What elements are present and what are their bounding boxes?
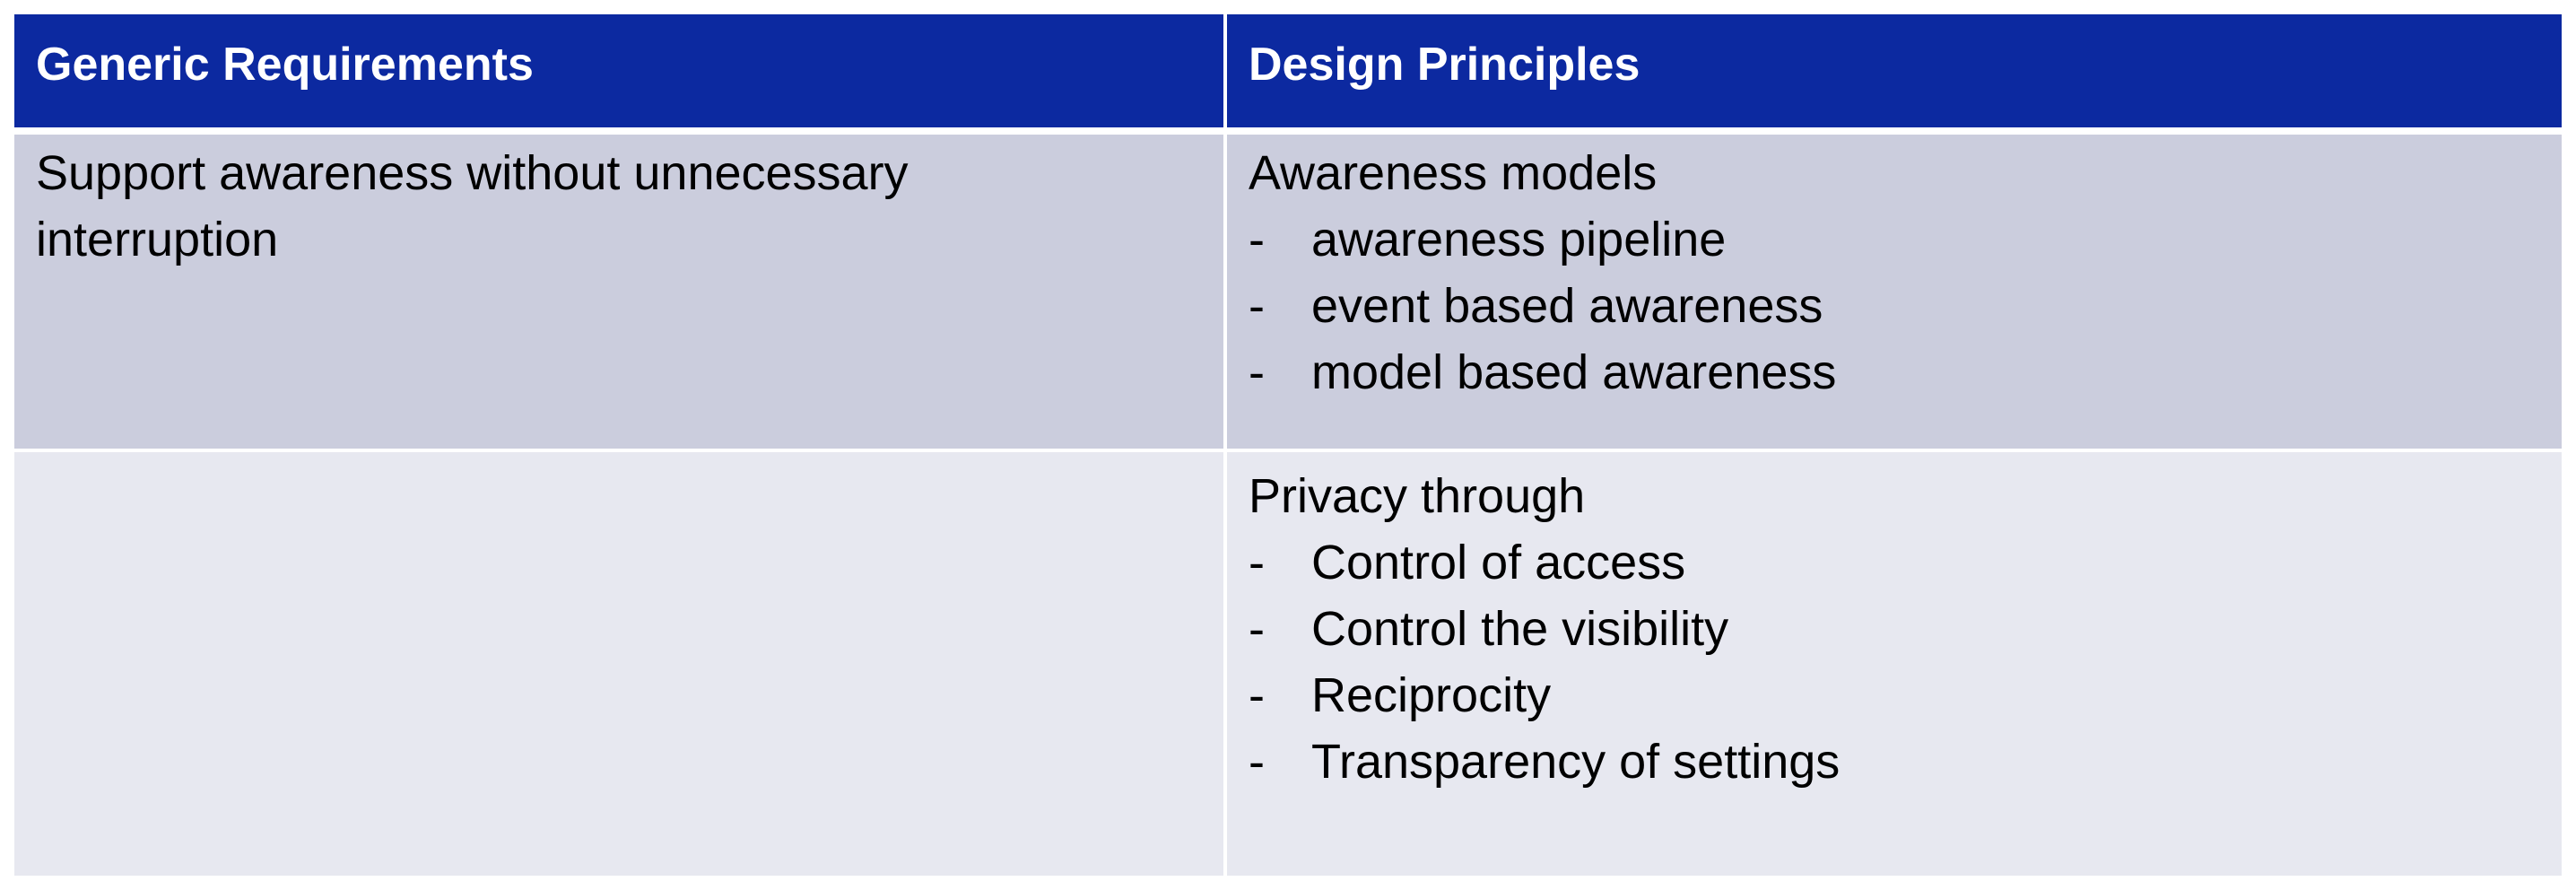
requirement-text: Support awareness without unnecessary in… (36, 146, 909, 266)
principles-group-awareness: Awareness models -awareness pipeline -ev… (1249, 135, 2540, 406)
table-row-1-requirement-cell: Support awareness without unnecessary in… (14, 127, 1227, 449)
list-item-text: Reciprocity (1311, 668, 1552, 722)
list-item-text: Transparency of settings (1311, 735, 1841, 789)
list-item-text: model based awareness (1311, 345, 1837, 399)
bullet-dash: - (1249, 735, 1265, 789)
list-item: -model based awareness (1249, 339, 2540, 406)
header-generic-requirements: Generic Requirements (14, 14, 1227, 127)
principle-list: -Control of access -Control the visibili… (1249, 529, 2540, 795)
list-item: -Control of access (1249, 529, 2540, 596)
bullet-dash: - (1249, 213, 1265, 266)
bullet-dash: - (1249, 536, 1265, 589)
requirement-text (36, 452, 1067, 463)
principle-list: -awareness pipeline -event based awarene… (1249, 206, 2540, 406)
list-item: -awareness pipeline (1249, 206, 2540, 273)
bullet-dash: - (1249, 602, 1265, 656)
list-item: -event based awareness (1249, 273, 2540, 339)
table-row-1-principles-cell: Awareness models -awareness pipeline -ev… (1227, 127, 2562, 449)
bullet-dash: - (1249, 279, 1265, 333)
principle-title: Awareness models (1249, 146, 1658, 200)
list-item: -Transparency of settings (1249, 729, 2540, 795)
bullet-dash: - (1249, 345, 1265, 399)
table-row-2-requirement-cell (14, 449, 1227, 876)
requirements-table: Generic Requirements Design Principles S… (14, 14, 2562, 876)
table-row-2-principles-cell: Privacy through -Control of access -Cont… (1227, 449, 2562, 876)
header-design-principles: Design Principles (1227, 14, 2562, 127)
list-item: -Reciprocity (1249, 662, 2540, 729)
list-item-text: Control of access (1311, 536, 1686, 589)
bullet-dash: - (1249, 668, 1265, 722)
list-item-text: event based awareness (1311, 279, 1823, 333)
principle-title: Privacy through (1249, 469, 1586, 523)
list-item: -Control the visibility (1249, 596, 2540, 662)
principles-group-privacy: Privacy through -Control of access -Cont… (1249, 452, 2540, 795)
list-item-text: awareness pipeline (1311, 213, 1727, 266)
list-item-text: Control the visibility (1311, 602, 1729, 656)
